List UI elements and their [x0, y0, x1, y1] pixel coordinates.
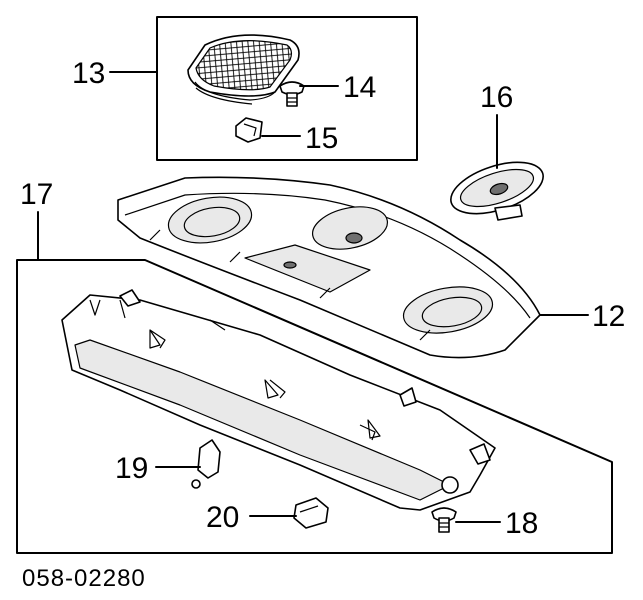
speaker-grille-13: [187, 34, 300, 105]
callout-20: 20: [206, 501, 239, 534]
inset-box-17: [16, 259, 613, 554]
clip-20: [293, 497, 329, 529]
clip-14: [279, 81, 305, 107]
rear-shelf-12: [117, 176, 541, 359]
diagram-code: 058-02280: [22, 565, 146, 592]
clip-15: [235, 117, 263, 143]
clip-18: [431, 507, 457, 533]
callout-16: 16: [480, 81, 513, 114]
callout-13: 13: [72, 57, 105, 90]
lower-panel-17: [61, 289, 496, 511]
callout-15: 15: [305, 122, 338, 155]
callout-17: 17: [20, 178, 53, 211]
callout-12: 12: [592, 300, 625, 333]
speaker-16: [450, 161, 544, 221]
callout-14: 14: [343, 71, 376, 104]
callout-18: 18: [505, 507, 538, 540]
clip-19: [191, 439, 221, 489]
inset-box-13: [156, 16, 418, 161]
callout-19: 19: [115, 452, 148, 485]
